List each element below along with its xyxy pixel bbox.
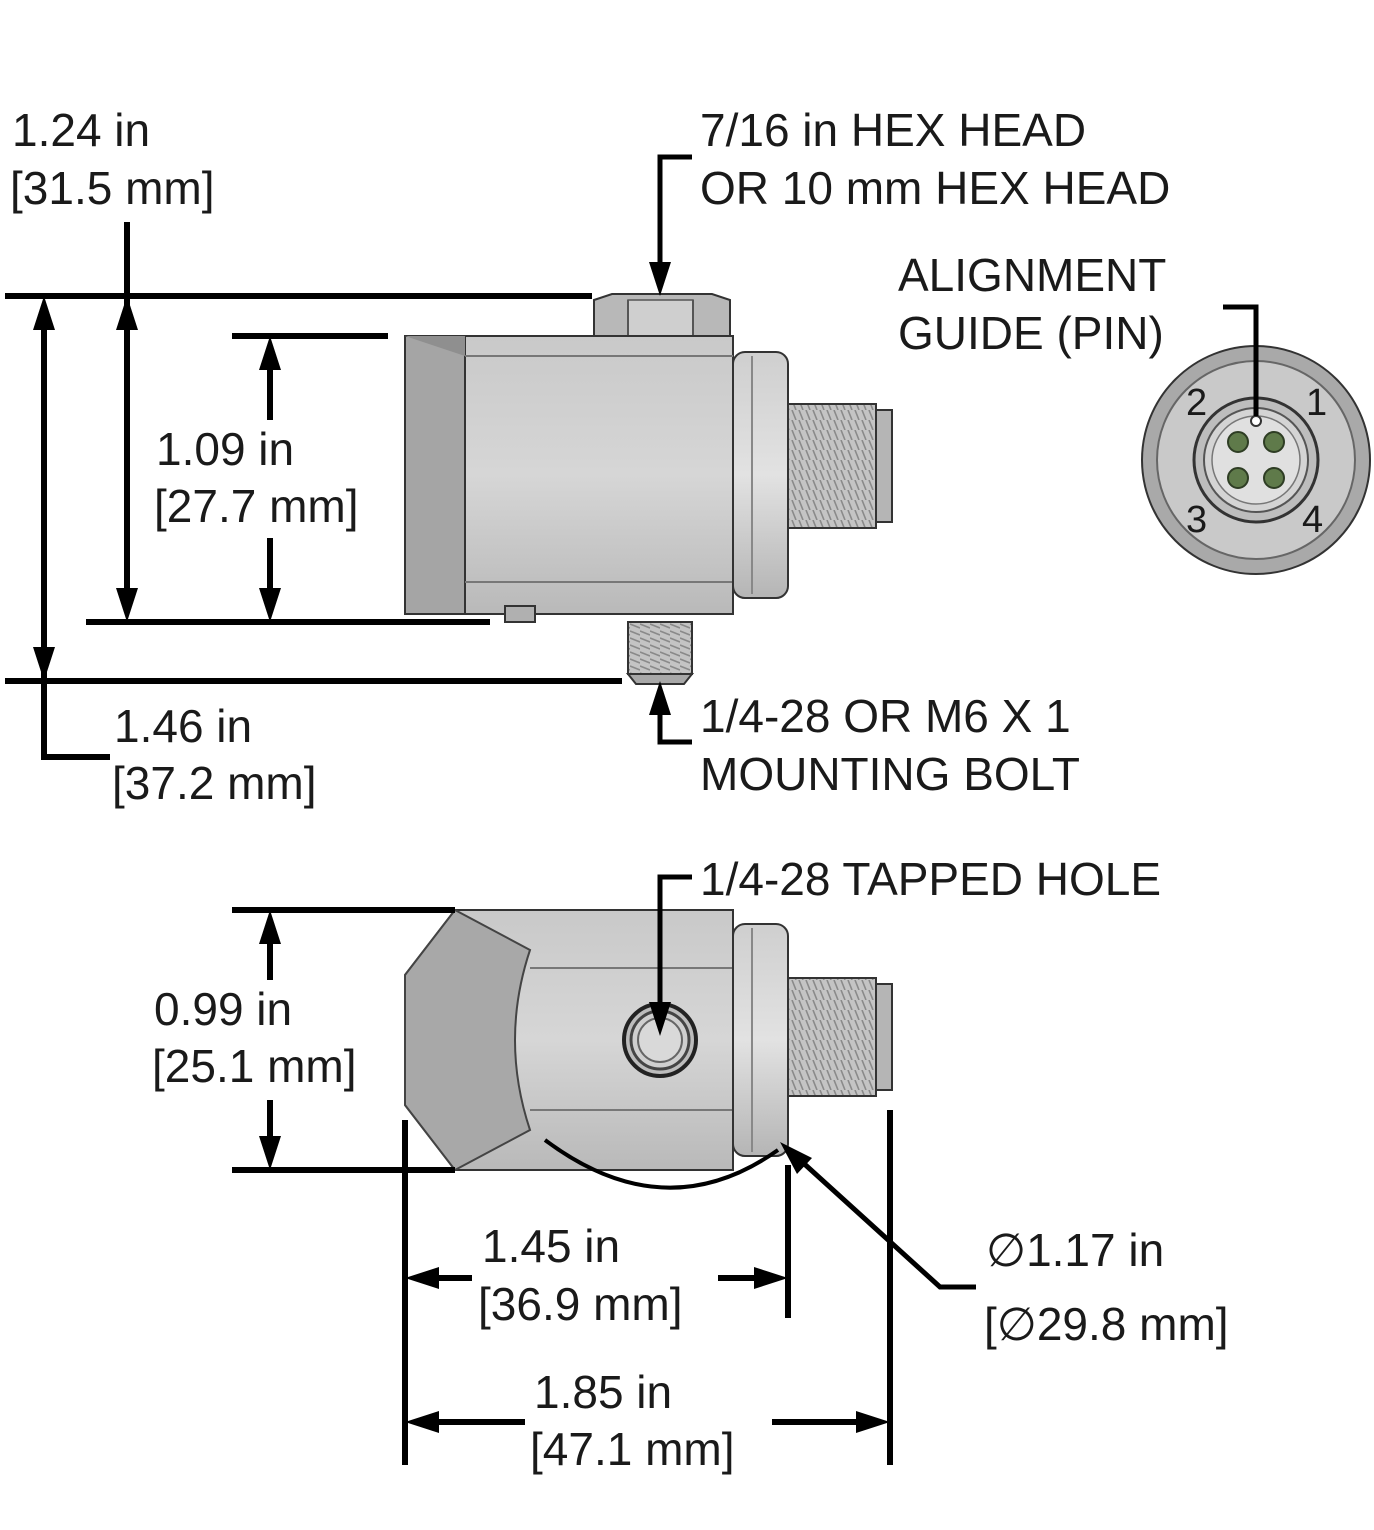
width-body-mm: [25.1 mm]	[152, 1040, 357, 1092]
hex-head-callout-line1: 7/16 in HEX HEAD	[700, 104, 1086, 156]
connector-pins	[1227, 431, 1285, 489]
hex-head-callout-line2: OR 10 mm HEX HEAD	[700, 162, 1170, 214]
pin-label-3: 3	[1186, 499, 1207, 541]
sensor-body-side	[404, 335, 734, 623]
height-body-in: 1.09 in	[156, 423, 294, 475]
width-body-in: 0.99 in	[154, 983, 292, 1035]
pin-label-4: 4	[1302, 499, 1323, 541]
connector-end-view	[1141, 345, 1371, 575]
diameter-in: ∅1.17 in	[986, 1224, 1164, 1276]
height-overall-mm: [31.5 mm]	[10, 162, 215, 214]
height-body-mm: [27.7 mm]	[154, 480, 359, 532]
length-overall-mm: [47.1 mm]	[530, 1423, 735, 1475]
collar-top	[732, 923, 789, 1157]
labels: 1.24 in [31.5 mm] 1.09 in [27.7 mm] 1.46…	[10, 104, 1327, 1475]
length-overall-in: 1.85 in	[534, 1366, 672, 1418]
length-body-mm: [36.9 mm]	[478, 1278, 683, 1330]
collar-side	[732, 351, 789, 599]
hex-head	[593, 293, 731, 338]
height-with-bolt-mm: [37.2 mm]	[112, 757, 317, 809]
side-view	[404, 293, 893, 685]
mounting-bolt	[625, 621, 695, 685]
alignment-callout-line2: GUIDE (PIN)	[898, 307, 1164, 359]
mounting-bolt-callout-line2: MOUNTING BOLT	[700, 748, 1080, 800]
tapped-hole-callout: 1/4-28 TAPPED HOLE	[700, 853, 1161, 905]
connector-thread-side	[787, 403, 893, 529]
pin-label-2: 2	[1186, 382, 1207, 424]
sensor-body-top	[404, 908, 734, 1172]
diameter-mm: [∅29.8 mm]	[984, 1298, 1229, 1350]
connector-thread-top	[787, 977, 893, 1097]
length-body-in: 1.45 in	[482, 1220, 620, 1272]
pin-label-1: 1	[1306, 382, 1327, 424]
diameter-arc	[543, 1138, 780, 1190]
alignment-pin	[1250, 415, 1262, 427]
mounting-bolt-callout-line1: 1/4-28 OR M6 X 1	[700, 690, 1071, 742]
dimension-lines	[5, 154, 1259, 1465]
height-overall-in: 1.24 in	[12, 104, 150, 156]
alignment-callout-line1: ALIGNMENT	[898, 249, 1166, 301]
height-with-bolt-in: 1.46 in	[114, 700, 252, 752]
top-view	[404, 908, 893, 1190]
